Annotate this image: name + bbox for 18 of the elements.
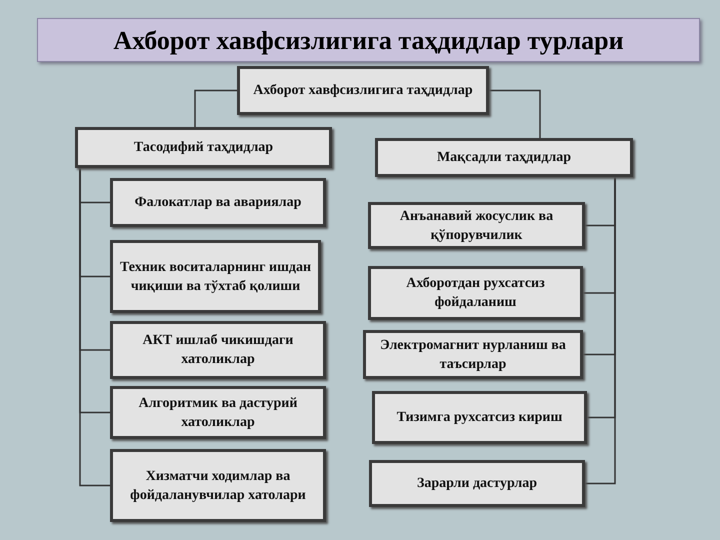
category-box: Мақсадли таҳдидлар [375,138,633,177]
category-box: АКТ ишлаб чикишдаги хатоликлар [110,321,326,379]
category-box: Анъанавий жосуслик ва қўпорувчилик [368,202,585,249]
title-banner: Ахборот хавфсизлигига таҳдидлар турлари [37,18,700,62]
connector-line [489,90,541,138]
category-box: Зарарли дастурлар [369,460,585,507]
category-box: Тизимга рухсатсиз кириш [372,391,587,444]
category-box: Ахборотдан рухсатсиз фойдаланиш [368,266,583,320]
category-box: Хизматчи ходимлар ва фойдаланувчилар хатолари [110,449,326,522]
category-box: Фалокатлар ва авариялар [110,178,326,227]
category-box: Алгоритмик ва дастурий хатоликлар [110,386,326,439]
category-box: Тасодифий таҳдидлар [75,127,332,168]
category-box: Электромагнит нурланиш ва таъсирлар [363,330,583,379]
connector-line [79,168,110,486]
connector-line [194,90,237,127]
category-box: Техник воситаларнинг ишдан чиқиши ва тўхтаб қолиши [110,240,321,313]
category-box: Ахборот хавфсизлигига таҳдидлар [237,66,489,115]
connector-line [585,177,616,484]
